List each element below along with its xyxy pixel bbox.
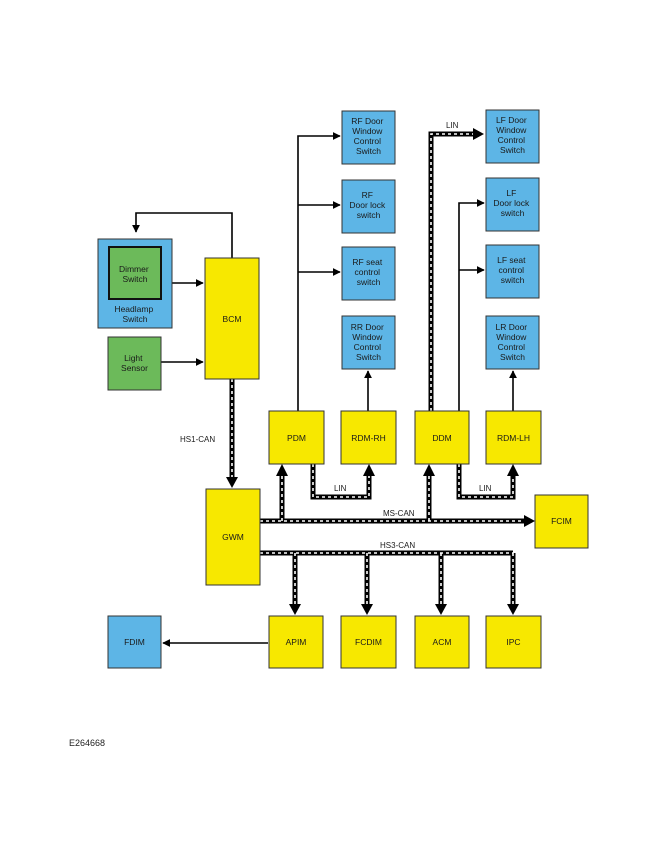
- wire-bcm-headlamp: [132, 212, 233, 258]
- lin-ddm-rdmlh: [456, 464, 516, 500]
- svg-text:GWM: GWM: [222, 532, 244, 542]
- ms-can-bus: [260, 474, 526, 524]
- svg-text:FDIM: FDIM: [124, 637, 145, 647]
- rdm-lh-box: RDM-LH: [485, 410, 542, 465]
- pdm-box: PDM: [268, 410, 325, 465]
- svg-text:BCM: BCM: [223, 314, 242, 324]
- lf-seat-switch-box: LF seat control switch: [485, 244, 540, 299]
- svg-text:Headlamp Switch: Headlamp Switch: [114, 304, 155, 324]
- svg-text:IPC: IPC: [506, 637, 520, 647]
- ipc-box: IPC: [485, 615, 542, 669]
- ms-can-label: MS-CAN: [383, 509, 415, 518]
- fdim-box: FDIM: [107, 615, 162, 669]
- hs3-can-label: HS3-CAN: [380, 541, 415, 550]
- svg-text:RDM-LH: RDM-LH: [497, 433, 530, 443]
- svg-text:DDM: DDM: [432, 433, 451, 443]
- fcim-box: FCIM: [534, 494, 589, 549]
- lin-label-ddm: LIN: [479, 484, 492, 493]
- svg-text:LR Door Window: LR Door Window Control Switch: [495, 322, 529, 362]
- ddm-box: DDM: [414, 410, 470, 465]
- svg-text:RDM-RH: RDM-RH: [351, 433, 385, 443]
- fcdim-box: FCDIM: [340, 615, 397, 669]
- wire-ddm-lf-lock: [458, 199, 485, 411]
- hardwire-connections: [132, 132, 517, 647]
- lr-window-switch-box: LR Door Window Control Switch: [485, 315, 540, 370]
- lin-pdm-rdmrh: [310, 464, 372, 500]
- svg-text:FCIM: FCIM: [551, 516, 572, 526]
- svg-text:RF seat control: RF seat control switch: [352, 257, 384, 287]
- svg-text:LF Door Window: LF Door Window Control Switch: [496, 115, 529, 155]
- svg-text:PDM: PDM: [287, 433, 306, 443]
- svg-text:APIM: APIM: [286, 637, 307, 647]
- figure-id: E264668: [69, 738, 106, 748]
- hs1-can-label: HS1-CAN: [180, 435, 215, 444]
- rf-window-switch-box: RF Door Window Control Switch: [341, 110, 396, 165]
- hs3-can-bus: [260, 550, 516, 606]
- svg-text:FCDIM: FCDIM: [355, 637, 382, 647]
- rdm-rh-box: RDM-RH: [340, 410, 397, 465]
- gwm-box: GWM: [205, 488, 261, 586]
- dimmer-switch-box: Dimmer Switch: [108, 246, 162, 300]
- light-sensor-box: Light Sensor: [107, 336, 162, 391]
- svg-text:RF Door lock s: RF Door lock switch: [349, 190, 387, 220]
- lin-label-top: LIN: [446, 121, 459, 130]
- bus-lines: [229, 131, 526, 606]
- svg-text:Light Sensor: Light Sensor: [121, 353, 148, 373]
- acm-box: ACM: [414, 615, 470, 669]
- lin-ddm-lf-window: [428, 131, 474, 411]
- bus-arrowheads: [226, 128, 535, 615]
- svg-text:ACM: ACM: [433, 637, 452, 647]
- rf-lock-switch-box: RF Door lock switch: [341, 179, 396, 234]
- svg-text:RF Door Window: RF Door Window Control Switch: [351, 116, 386, 156]
- bcm-box: BCM: [204, 257, 260, 380]
- rf-seat-switch-box: RF seat control switch: [341, 246, 396, 301]
- rr-window-switch-box: RR Door Window Control Switch: [341, 315, 396, 370]
- svg-text:Dimmer Switch: Dimmer Switch: [119, 264, 151, 284]
- lf-window-switch-box: LF Door Window Control Switch: [485, 109, 540, 164]
- svg-text:LF seat control: LF seat control switch: [497, 255, 528, 285]
- lin-label-pdm: LIN: [334, 484, 347, 493]
- svg-text:RR Door Window: RR Door Window Control Switch: [351, 322, 386, 362]
- wire-pdm-rf-window: [297, 132, 341, 411]
- svg-text:LF Door lock s: LF Door lock switch: [493, 188, 531, 218]
- lf-lock-switch-box: LF Door lock switch: [485, 177, 540, 232]
- apim-box: APIM: [268, 615, 324, 669]
